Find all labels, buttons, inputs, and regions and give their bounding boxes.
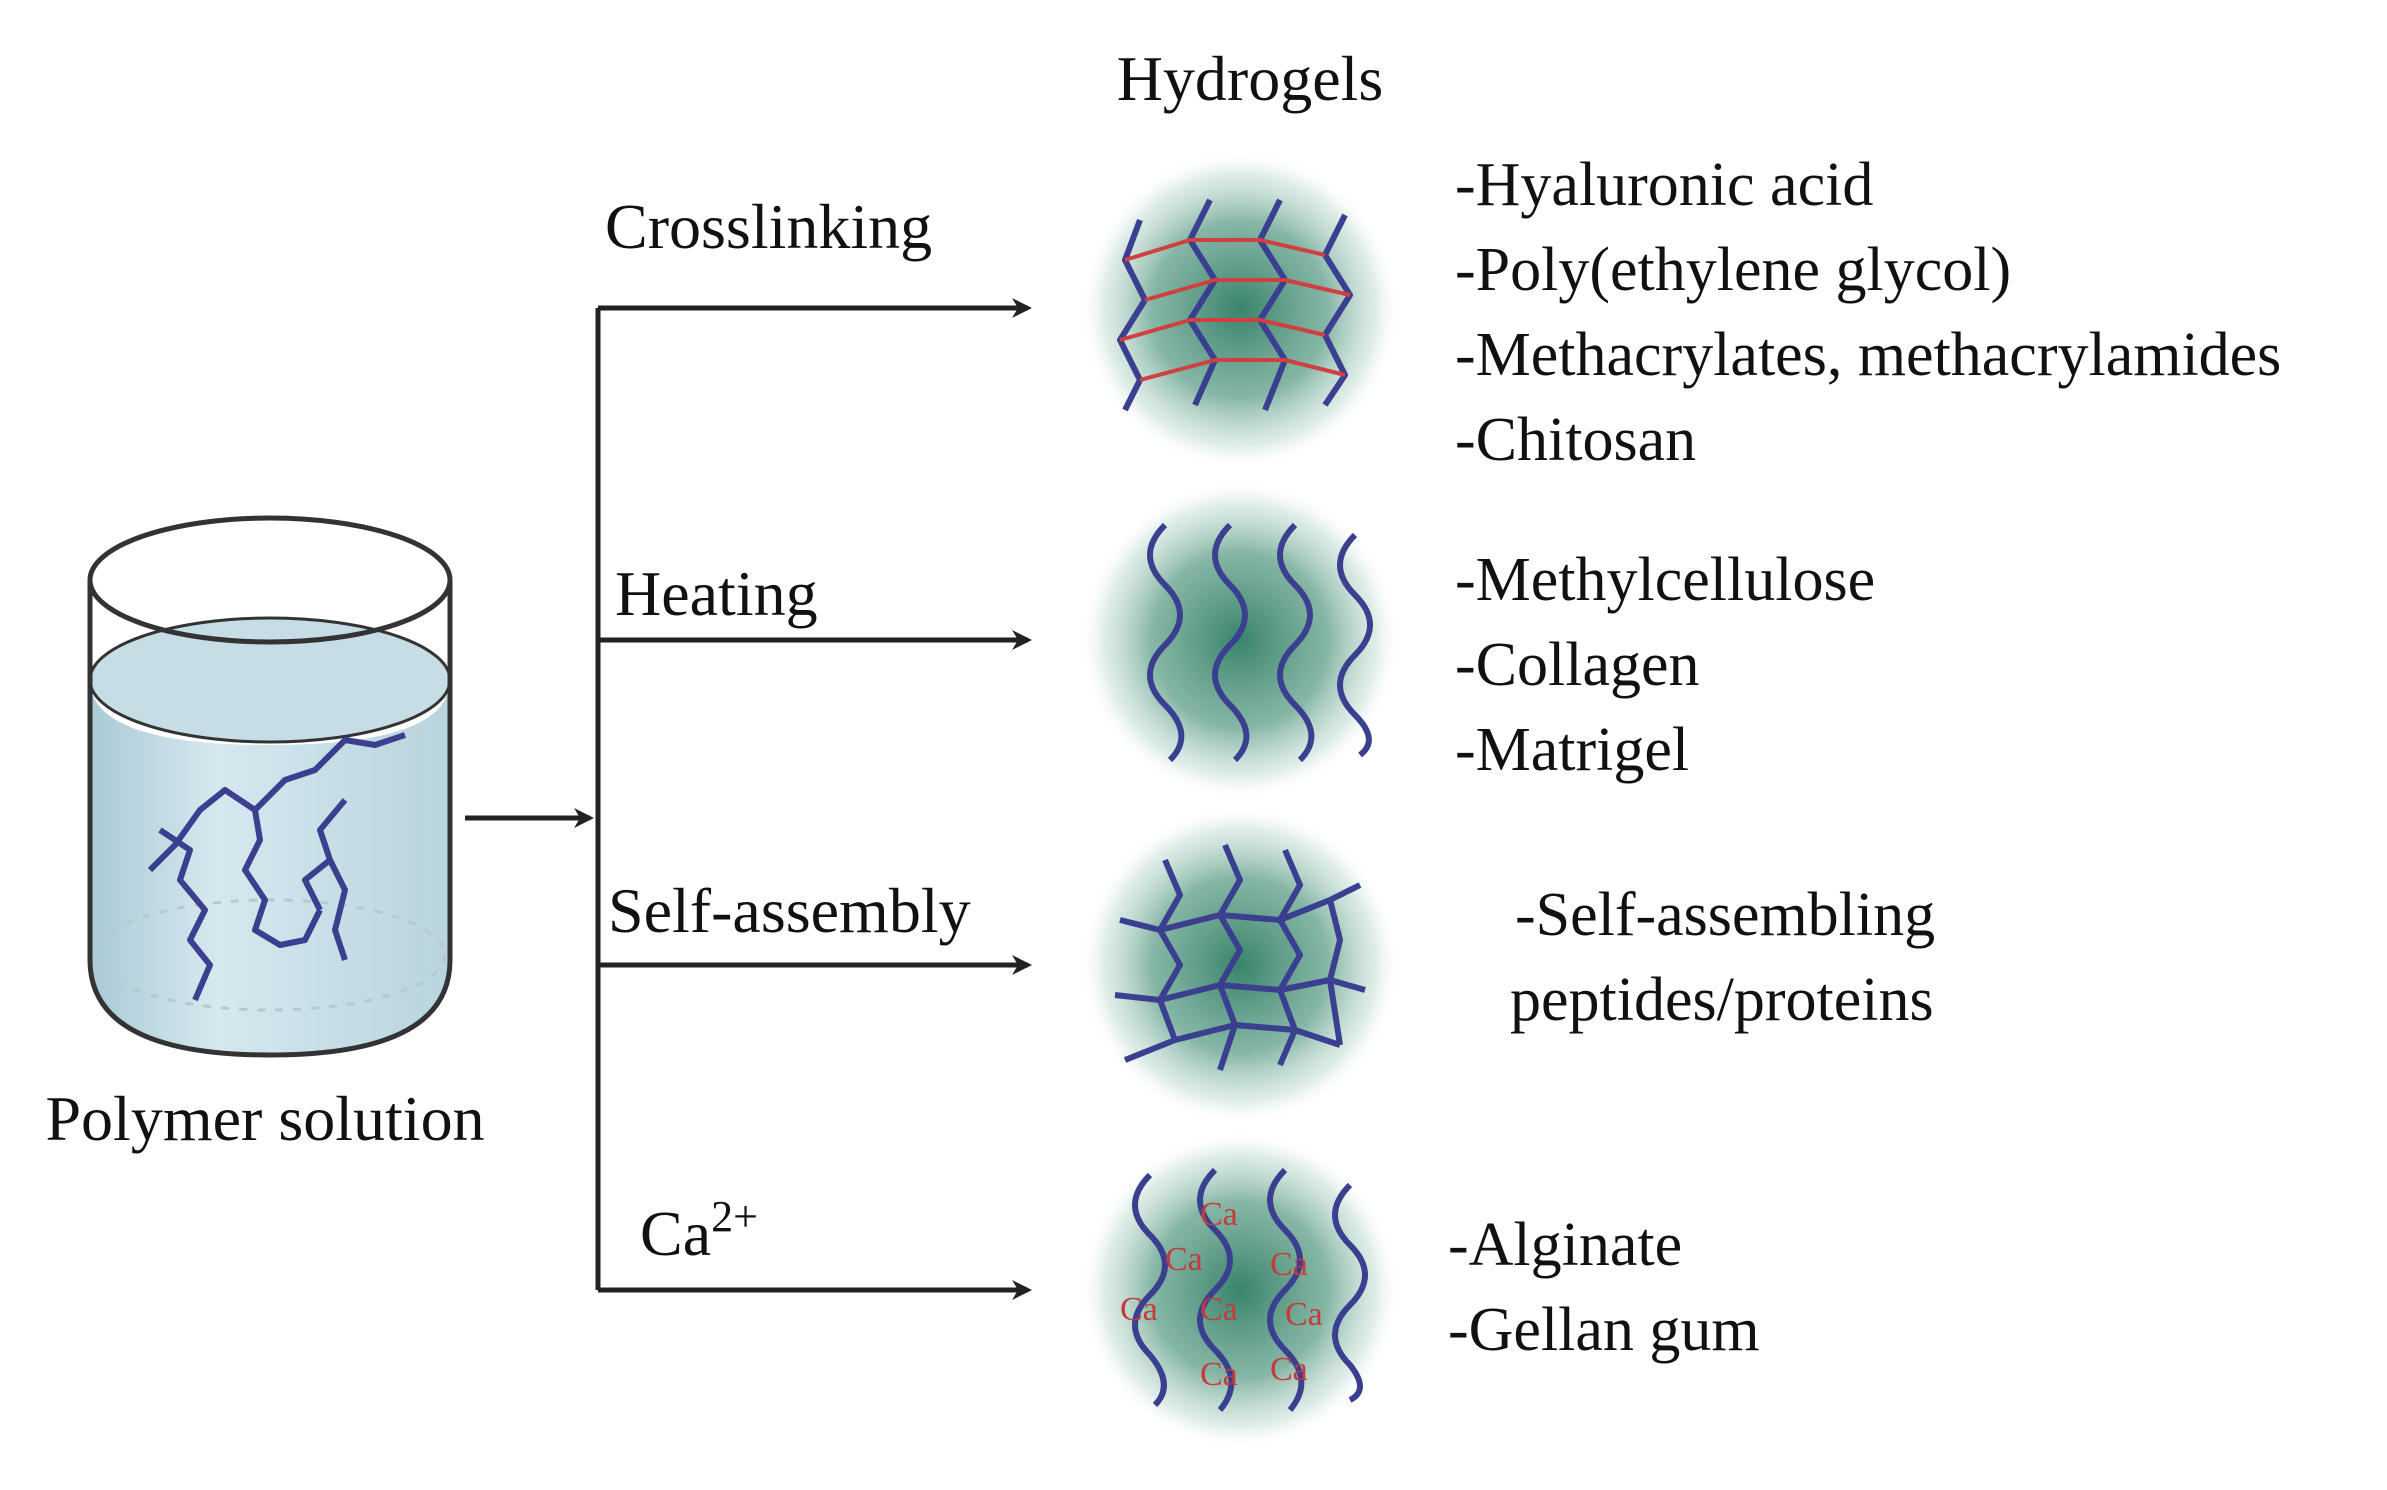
ion-label: Ca (1270, 1351, 1308, 1388)
crosslinked-network-icon (1080, 150, 1400, 470)
hydrogels-title: Hydrogels (1117, 43, 1384, 114)
calcium-label-sup: 2+ (711, 1192, 758, 1241)
ion-label: Ca (1120, 1291, 1158, 1328)
material-item: -Gellan gum (1448, 1296, 1760, 1364)
material-item: -Poly(ethylene glycol) (1455, 236, 2011, 304)
ca-materials: -Alginate -Gellan gum (1448, 1211, 1760, 1364)
material-item: -Alginate (1448, 1211, 1682, 1279)
material-item: -Methylcellulose (1455, 546, 1875, 614)
ion-label: Ca (1200, 1291, 1238, 1328)
self-assembly-materials: -Self-assembling peptides/proteins (1510, 881, 1935, 1034)
material-item: -Matrigel (1455, 716, 1689, 784)
polymer-solution-label: Polymer solution (45, 1083, 484, 1154)
beaker-icon (87, 515, 453, 1058)
self-assembly-label: Self-assembly (608, 875, 971, 946)
heating-label: Heating (615, 558, 818, 629)
ionic-crosslink-icon: Ca Ca Ca Ca Ca Ca Ca Ca (1080, 1130, 1400, 1450)
material-item: -Methacrylates, methacrylamides (1455, 321, 2281, 389)
material-item: -Hyaluronic acid (1455, 151, 1873, 219)
wavy-chains-icon (1080, 480, 1400, 800)
heating-materials: -Methylcellulose -Collagen -Matrigel (1455, 546, 1875, 784)
ion-label: Ca (1200, 1196, 1238, 1233)
calcium-label-base: Ca (640, 1198, 711, 1269)
ion-label: Ca (1270, 1246, 1308, 1283)
crosslinking-label: Crosslinking (605, 191, 932, 262)
material-item: peptides/proteins (1510, 966, 1934, 1034)
calcium-label: Ca2+ (640, 1192, 758, 1269)
material-item: -Collagen (1455, 631, 1700, 699)
material-item: -Chitosan (1455, 406, 1696, 474)
self-assembled-mesh-icon (1080, 805, 1400, 1125)
ion-label: Ca (1200, 1356, 1238, 1393)
material-item: -Self-assembling (1515, 881, 1935, 949)
ion-label: Ca (1285, 1296, 1323, 1333)
crosslinking-materials: -Hyaluronic acid -Poly(ethylene glycol) … (1455, 151, 2281, 474)
ion-label: Ca (1165, 1241, 1203, 1278)
polymer-chain-icon (147, 732, 406, 1002)
